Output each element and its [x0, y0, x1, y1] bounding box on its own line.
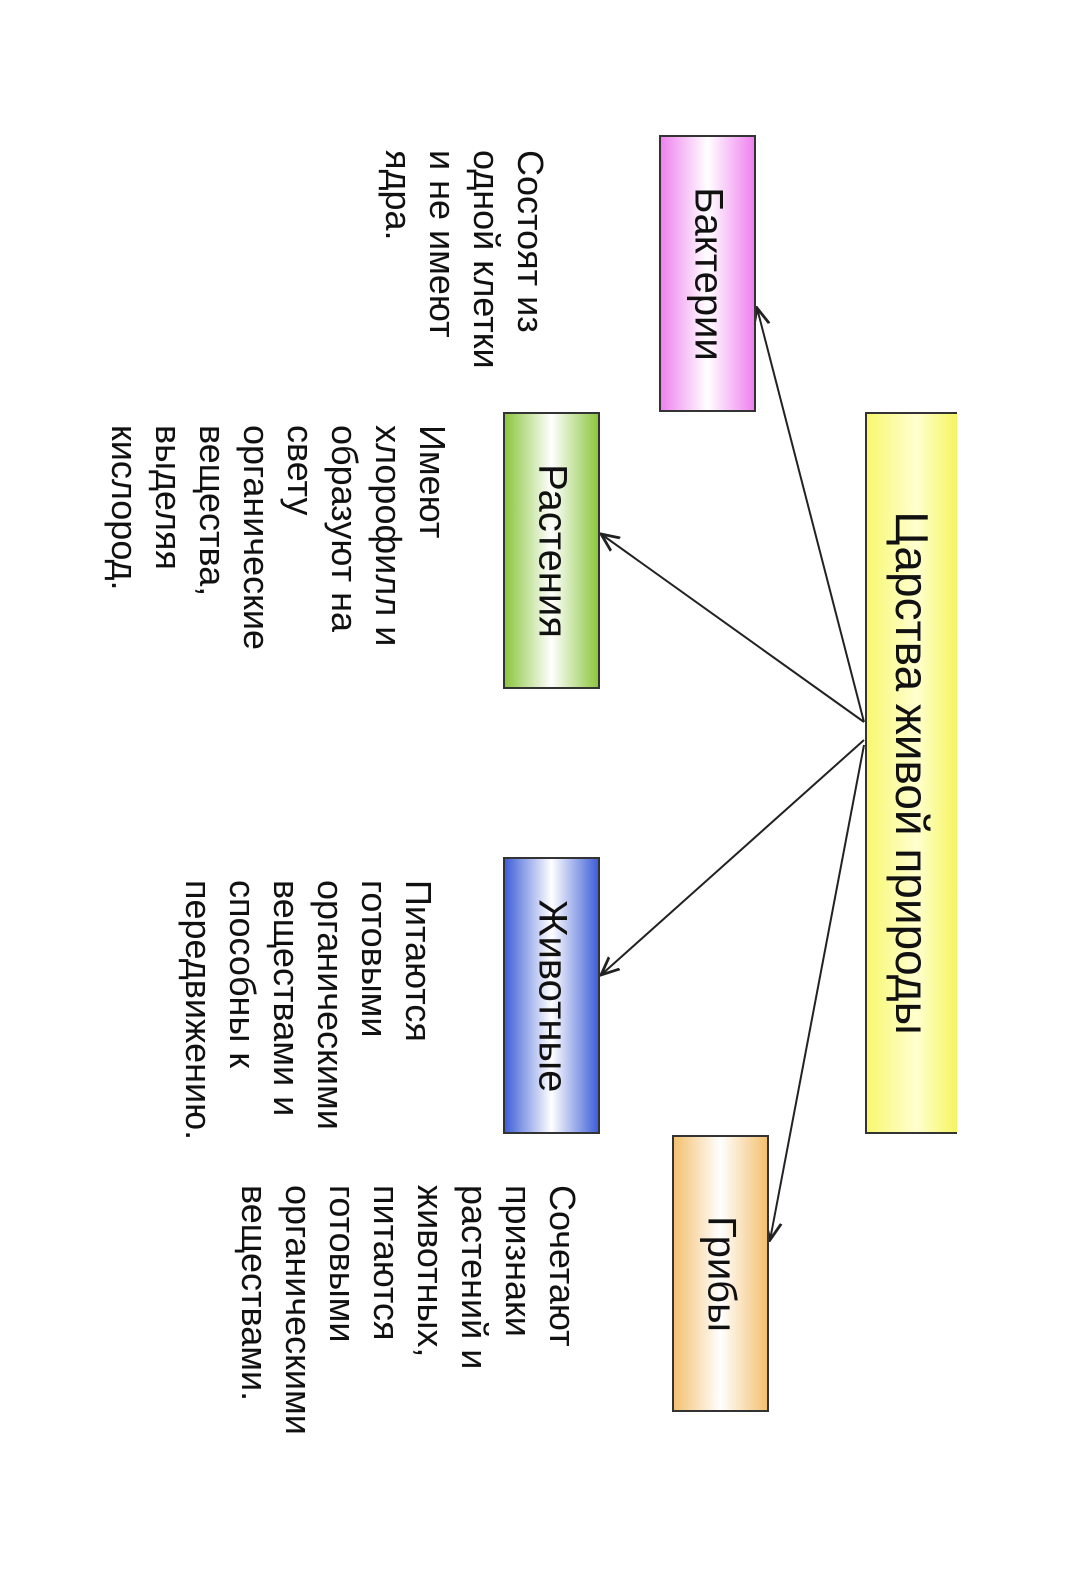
kingdom-node-bacteria: Бактерии	[659, 135, 756, 412]
description-line: передвижению.	[178, 880, 219, 1141]
kingdom-label: Грибы	[699, 1215, 743, 1332]
description-line: способны к	[222, 880, 263, 1069]
description-line: вещества,	[192, 425, 233, 597]
description-line: веществами.	[234, 1185, 275, 1402]
description-line: образуют на	[324, 425, 365, 632]
diagram-title: Царства живой природы	[886, 511, 938, 1035]
kingdom-node-fungi: Грибы	[672, 1135, 769, 1412]
arrow-to-bacteria	[757, 308, 865, 723]
description-plants: Имеют хлорофилл и образуют на свету орга…	[102, 425, 454, 650]
kingdom-label: Растения	[530, 463, 574, 638]
kingdom-node-plants: Растения	[503, 412, 600, 689]
description-line: растений и	[454, 1185, 495, 1370]
arrow-to-fungi	[770, 744, 865, 1240]
description-animals: Питаются готовыми органическими вещества…	[176, 880, 440, 1140]
description-line: одной клетки	[466, 150, 507, 369]
description-line: кислород.	[104, 425, 145, 591]
description-line: органические	[236, 425, 277, 651]
description-line: веществами и	[266, 880, 307, 1117]
description-line: питаются	[366, 1185, 407, 1341]
kingdom-label: Бактерии	[686, 186, 730, 361]
description-fungi: Сочетают признаки растений и животных, п…	[232, 1185, 584, 1435]
kingdom-node-animals: Животные	[503, 857, 600, 1134]
description-line: органическими	[310, 880, 351, 1130]
root-node: Царства живой природы	[865, 412, 957, 1134]
description-line: готовыми	[322, 1185, 363, 1343]
description-line: и не имеют	[422, 150, 463, 338]
description-line: хлорофилл и	[368, 425, 409, 647]
arrow-to-animals	[601, 739, 865, 975]
description-line: ядра.	[378, 150, 419, 241]
description-line: свету	[280, 425, 321, 516]
description-line: животных,	[410, 1185, 451, 1358]
description-line: готовыми	[354, 880, 395, 1038]
arrow-to-plants	[601, 534, 865, 723]
description-line: Состоят из	[510, 150, 551, 333]
description-line: Питаются	[398, 880, 439, 1042]
description-line: Сочетают	[542, 1185, 583, 1347]
description-bacteria: Состоят из одной клетки и не имеют ядра.	[376, 150, 552, 369]
description-line: признаки	[498, 1185, 539, 1337]
description-line: Имеют	[412, 425, 453, 539]
kingdom-label: Животные	[530, 899, 574, 1092]
description-line: органическими	[278, 1185, 319, 1435]
description-line: выделяя	[148, 425, 189, 570]
